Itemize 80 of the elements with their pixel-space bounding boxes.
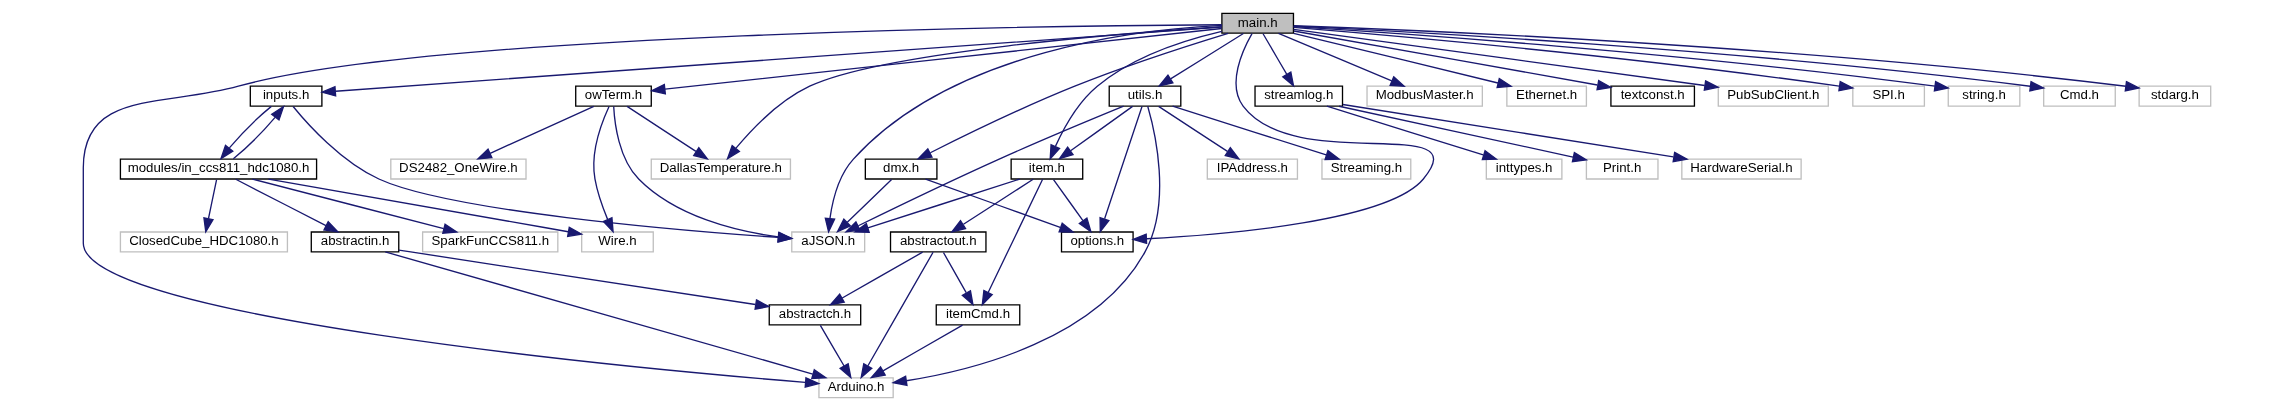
node-box: DS2482_OneWire.h [389, 158, 527, 180]
arrow [1130, 33, 1433, 245]
arrow [1292, 28, 1720, 91]
arrow [843, 105, 1124, 233]
arrow [612, 105, 794, 243]
arrow [942, 251, 974, 307]
node-box: Arduino.h [817, 377, 894, 399]
arrow [397, 249, 771, 310]
arrow [592, 105, 614, 234]
node-box: SparkFunCCS811.h [421, 231, 558, 253]
arrow [291, 105, 794, 243]
node-box: string.h [1947, 85, 2020, 107]
arrow [234, 178, 340, 233]
node-box: stdarg.h [2137, 85, 2211, 107]
arrow [852, 178, 1020, 234]
arrow [625, 105, 709, 160]
node-box: textconst.h [1609, 85, 1695, 107]
arrow [384, 251, 828, 380]
node-box: options.h [1060, 231, 1134, 253]
arrow [869, 324, 963, 379]
node-box: abstractin.h [310, 231, 399, 253]
arrow [949, 178, 1034, 233]
node-box: itemCmd.h [935, 304, 1020, 326]
arrow [219, 105, 272, 161]
node-box: abstractout.h [889, 231, 987, 253]
arrow [1157, 105, 1241, 160]
arrow [819, 324, 852, 380]
arrow [1261, 33, 1295, 88]
arrow [1292, 32, 1513, 89]
node-box: aJSON.h [790, 231, 865, 253]
arrow [1337, 105, 1588, 163]
arrow [835, 178, 892, 234]
node-box: main.h [1220, 12, 1294, 34]
arrow [859, 251, 934, 380]
arrow [1325, 105, 1498, 161]
arrow [475, 105, 594, 160]
node-box: IPAddress.h [1206, 158, 1298, 180]
arrow [828, 251, 923, 306]
arrow [1052, 178, 1092, 234]
arrow [1171, 105, 1341, 161]
node-box: dmx.h [864, 158, 938, 180]
node-box: utils.h [1108, 85, 1181, 107]
arrow [1057, 105, 1133, 160]
node-box: PubSubClient.h [1717, 85, 1829, 107]
node-box: DallasTemperature.h [650, 158, 791, 180]
node-box: Ethernet.h [1505, 85, 1587, 107]
node-box: Cmd.h [2042, 85, 2116, 107]
node-box: ClosedCube_HDC1080.h [119, 231, 288, 253]
arrow [649, 27, 1222, 95]
node-box: ModbusMaster.h [1365, 85, 1483, 107]
node-box: modules/in_ccs811_hdc1080.h [119, 158, 317, 180]
node-box: SPI.h [1851, 85, 1925, 107]
node-box: item.h [1009, 158, 1083, 180]
arrow [915, 32, 1229, 160]
arrow [202, 178, 217, 234]
arrow [1156, 32, 1244, 88]
node-box: Print.h [1585, 158, 1659, 180]
arrow [232, 105, 285, 160]
arrow [924, 178, 1075, 233]
arrow [267, 178, 583, 238]
node-box: abstractch.h [768, 304, 861, 326]
node-box: owTerm.h [574, 85, 652, 107]
node-box: Wire.h [580, 231, 654, 253]
node-box: inttypes.h [1485, 158, 1563, 180]
arrow [1277, 32, 1406, 87]
node-box: streamlog.h [1253, 85, 1343, 107]
arrow [1341, 103, 1689, 163]
node-box: HardwareSerial.h [1680, 158, 1802, 180]
arrow [1048, 30, 1222, 161]
node-box: inputs.h [249, 85, 323, 107]
arrow [1292, 30, 1613, 91]
node-box: Streaming.h [1320, 158, 1411, 180]
arrow [1098, 105, 1143, 234]
arrow [725, 26, 1222, 161]
arrow [890, 105, 1160, 387]
arrow [823, 24, 1222, 234]
arrow [251, 178, 459, 234]
arrow [319, 26, 1222, 97]
arrow [980, 178, 1043, 307]
arrow [82, 24, 1222, 388]
